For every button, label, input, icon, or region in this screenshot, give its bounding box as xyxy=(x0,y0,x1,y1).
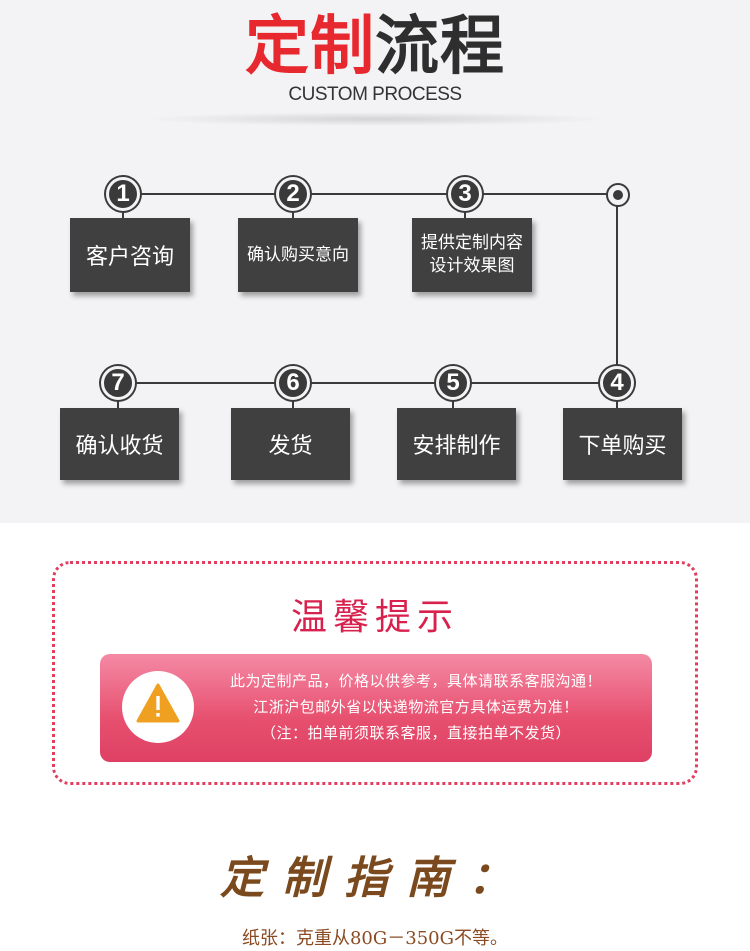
step-label-2: 确认购买意向 xyxy=(247,244,349,265)
warm-tips-panel: 温馨提示 此为定制产品，价格以供参考，具体请联系客服沟通！ 江浙沪包邮外省以快递… xyxy=(52,561,698,785)
connector-top xyxy=(123,193,619,195)
step-box-1: 客户咨询 xyxy=(70,218,190,292)
tips-title: 温馨提示 xyxy=(290,597,459,638)
tips-line-1: 此为定制产品，价格以供参考，具体请联系客服沟通！ xyxy=(229,672,602,690)
title-red-part: 定制 xyxy=(245,10,375,84)
step-box-4: 下单购买 xyxy=(563,408,682,480)
step-number-3: 3 xyxy=(448,177,482,211)
step-number-7: 7 xyxy=(101,366,135,400)
tips-text: 此为定制产品，价格以供参考，具体请联系客服沟通！ 江浙沪包邮外省以快递物流官方具… xyxy=(206,668,626,746)
drop-line-3 xyxy=(464,212,466,218)
guide-title: 定制指南： xyxy=(220,853,530,904)
page-subtitle: CUSTOM PROCESS xyxy=(288,84,462,105)
connector-right xyxy=(616,195,618,383)
drop-line-2 xyxy=(292,212,294,218)
step-label-3-line2: 设计效果图 xyxy=(429,256,515,276)
paper-spec: 纸张：克重从80G－350G不等。 xyxy=(241,928,509,949)
warning-triangle-icon xyxy=(136,683,180,723)
title-dark-part: 流程 xyxy=(375,10,505,84)
step-box-7: 确认收货 xyxy=(60,408,179,480)
custom-process-section: 定制流程 CUSTOM PROCESS 1 2 3 4 5 6 7 客户咨询 确… xyxy=(0,0,750,523)
drop-line-7 xyxy=(117,400,119,408)
step-number-6: 6 xyxy=(276,366,310,400)
tips-line-3: （注：拍单前须联系客服，直接拍单不发货） xyxy=(260,724,571,742)
title-shadow xyxy=(140,112,610,126)
step-number-1: 1 xyxy=(106,177,140,211)
step-box-2: 确认购买意向 xyxy=(238,218,358,292)
step-label-1: 客户咨询 xyxy=(85,245,174,270)
step-label-4: 下单购买 xyxy=(578,434,667,459)
drop-line-1 xyxy=(122,212,124,218)
drop-line-6 xyxy=(292,400,294,408)
step-box-5: 安排制作 xyxy=(397,408,516,480)
step-number-5: 5 xyxy=(436,366,470,400)
drop-line-5 xyxy=(452,400,454,408)
drop-line-4 xyxy=(616,400,618,408)
tips-line-2: 江浙沪包邮外省以快递物流官方具体运费为准！ xyxy=(253,698,579,716)
step-box-6: 发货 xyxy=(231,408,350,480)
step-label-5: 安排制作 xyxy=(412,434,501,459)
tips-message-box: 此为定制产品，价格以供参考，具体请联系客服沟通！ 江浙沪包邮外省以快递物流官方具… xyxy=(100,654,652,762)
step-label-3-line1: 提供定制内容 xyxy=(421,233,523,253)
step-box-3: 提供定制内容设计效果图 xyxy=(412,218,532,292)
step-number-2: 2 xyxy=(276,177,310,211)
step-label-7: 确认收货 xyxy=(75,434,164,459)
step-label-6: 发货 xyxy=(268,434,313,459)
step-number-4: 4 xyxy=(600,366,634,400)
page-title: 定制流程 xyxy=(0,8,750,86)
corner-dot-icon xyxy=(606,183,630,207)
warning-icon xyxy=(122,671,194,743)
connector-bottom xyxy=(118,382,618,384)
